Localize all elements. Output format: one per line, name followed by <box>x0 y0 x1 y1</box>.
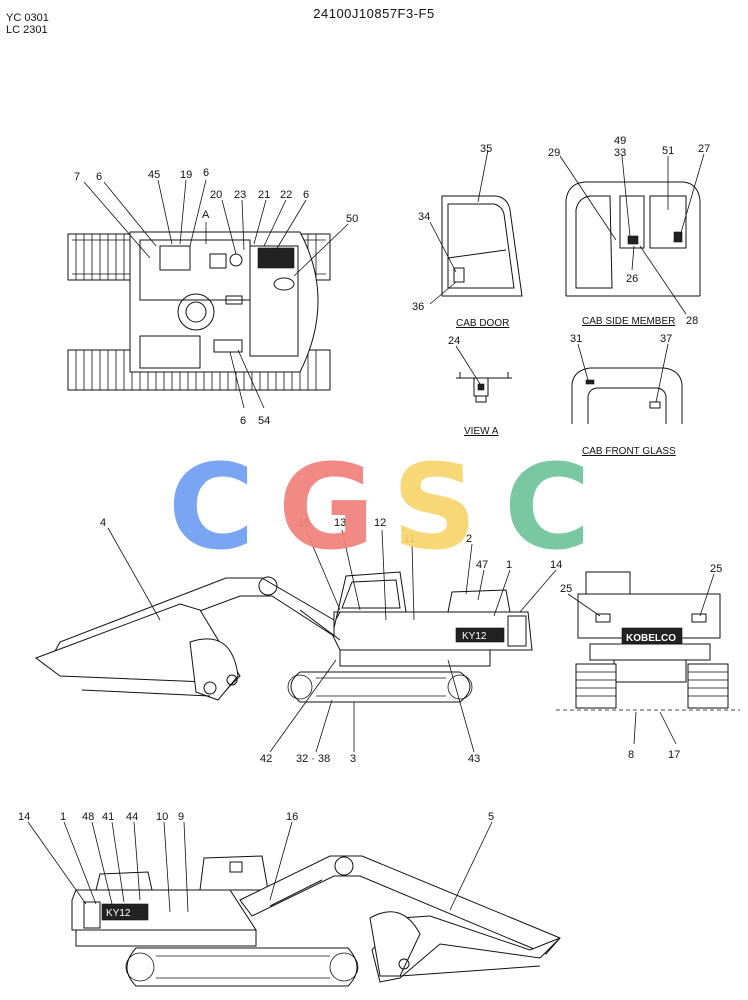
watermark-letter-2: G <box>278 438 375 576</box>
svg-text:25: 25 <box>560 583 572 595</box>
top-view-drawing: A 7 6 45 19 <box>67 167 358 427</box>
svg-text:23: 23 <box>234 189 246 201</box>
model-code-1: YC 0301 <box>6 12 49 24</box>
view-a-drawing: 24 VIEW A <box>448 335 512 437</box>
svg-text:34: 34 <box>418 211 430 223</box>
left-arm <box>34 603 241 691</box>
watermark-letter-3: S <box>392 438 477 576</box>
svg-text:4: 4 <box>100 517 106 529</box>
svg-text:50: 50 <box>346 213 358 225</box>
svg-text:49: 49 <box>614 135 626 147</box>
right-model-badge <box>101 903 149 921</box>
svg-text:6: 6 <box>96 171 102 183</box>
drawing-number: 24100J10857F3-F5 <box>313 6 435 21</box>
svg-text:6: 6 <box>203 167 209 179</box>
model-code-2: LC 2301 <box>6 24 48 36</box>
svg-text:10: 10 <box>156 811 168 823</box>
left-model-badge <box>455 627 505 643</box>
side-view-left-callouts: 4 15 13 12 11 2 47 1 14 42 32 · 38 3 43 <box>100 517 562 765</box>
svg-text:28: 28 <box>686 315 698 327</box>
svg-text:54: 54 <box>258 415 270 427</box>
svg-text:5: 5 <box>488 811 494 823</box>
view-a-caption: VIEW A <box>464 426 499 437</box>
svg-text:35: 35 <box>480 143 492 155</box>
svg-text:21: 21 <box>258 189 270 201</box>
svg-text:13: 13 <box>334 517 346 529</box>
watermark-letter-1: C <box>168 438 255 576</box>
svg-text:14: 14 <box>550 559 562 571</box>
svg-text:9: 9 <box>178 811 184 823</box>
svg-text:15: 15 <box>298 517 310 529</box>
svg-text:27: 27 <box>698 143 710 155</box>
svg-text:11: 11 <box>404 533 415 545</box>
svg-text:37: 37 <box>660 333 672 345</box>
cab-front-glass-drawing: 31 37 CAB FRONT GLASS <box>570 333 683 457</box>
svg-text:22: 22 <box>280 189 292 201</box>
right-cab <box>199 855 269 891</box>
svg-text:41: 41 <box>102 811 114 823</box>
rear-view-drawing: KOBELCO 25 25 8 17 <box>556 563 740 761</box>
svg-text:48: 48 <box>82 811 94 823</box>
svg-text:44: 44 <box>126 811 138 823</box>
tool-box <box>139 335 201 369</box>
svg-text:1: 1 <box>60 811 66 823</box>
svg-text:KY12: KY12 <box>106 908 131 919</box>
svg-text:16: 16 <box>286 811 298 823</box>
svg-text:43: 43 <box>468 753 480 765</box>
left-bucket <box>189 638 239 701</box>
svg-text:19: 19 <box>180 169 192 181</box>
svg-text:KY12: KY12 <box>462 631 487 642</box>
view-a-marker: A <box>202 209 210 221</box>
swing-bearing <box>177 293 215 331</box>
svg-text:20: 20 <box>210 189 222 201</box>
svg-text:6: 6 <box>240 415 246 427</box>
top-view-leaders <box>83 179 349 409</box>
cab-side-member-caption: CAB SIDE MEMBER <box>582 316 675 327</box>
side-view-left-leaders <box>107 527 557 753</box>
svg-text:1: 1 <box>506 559 512 571</box>
svg-text:7: 7 <box>74 171 80 183</box>
cab-roof-vent <box>257 247 295 269</box>
svg-text:6: 6 <box>303 189 309 201</box>
watermark-letter-4: C <box>504 438 591 576</box>
top-view-callouts: 7 6 45 19 6 20 23 21 22 6 50 6 54 <box>74 167 358 427</box>
svg-text:36: 36 <box>412 301 424 313</box>
svg-text:2: 2 <box>466 533 472 545</box>
svg-text:29: 29 <box>548 147 560 159</box>
svg-text:32 · 38: 32 · 38 <box>296 753 330 765</box>
side-view-right-drawing: KY12 <box>18 811 561 987</box>
svg-text:45: 45 <box>148 169 160 181</box>
svg-text:12: 12 <box>374 517 386 529</box>
left-crawler <box>290 671 471 703</box>
svg-text:26: 26 <box>626 273 638 285</box>
svg-text:14: 14 <box>18 811 30 823</box>
cab-front-glass-caption: CAB FRONT GLASS <box>582 446 676 457</box>
right-crawler <box>126 947 358 987</box>
svg-text:25: 25 <box>710 563 722 575</box>
cab-plan <box>249 245 299 357</box>
svg-text:8: 8 <box>628 749 634 761</box>
svg-text:24: 24 <box>448 335 460 347</box>
svg-text:KOBELCO: KOBELCO <box>626 633 676 644</box>
svg-text:17: 17 <box>668 749 680 761</box>
side-view-right-leaders <box>27 821 493 913</box>
svg-text:42: 42 <box>260 753 272 765</box>
svg-text:47: 47 <box>476 559 488 571</box>
side-view-right-callouts: 14 1 48 41 44 10 9 16 5 <box>18 811 494 823</box>
svg-text:3: 3 <box>350 753 356 765</box>
left-cab <box>333 571 407 629</box>
svg-text:31: 31 <box>570 333 582 345</box>
side-view-left-drawing: KY12 <box>34 517 562 765</box>
cab-door-drawing: 35 34 36 CAB DOOR <box>412 143 523 329</box>
svg-text:51: 51 <box>662 145 674 157</box>
cab-door-caption: CAB DOOR <box>456 318 509 329</box>
cab-side-member-drawing: 49 33 29 51 27 26 28 CAB SIDE MEMBER <box>548 135 710 327</box>
svg-text:33: 33 <box>614 147 626 159</box>
